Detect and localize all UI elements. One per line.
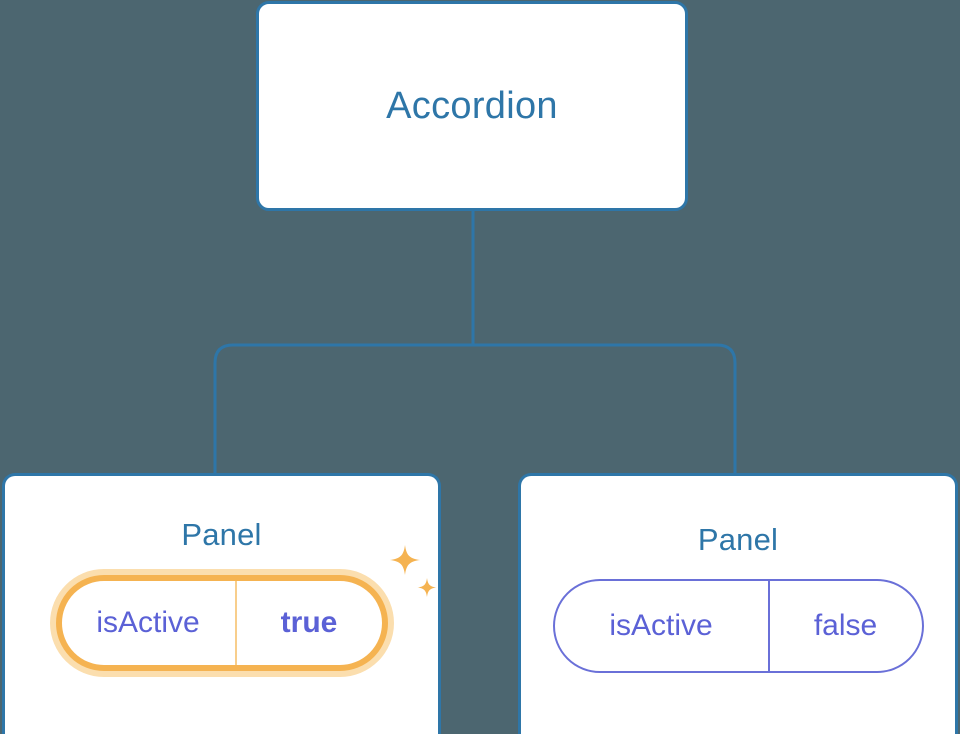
prop-key-label: isActive — [609, 609, 713, 642]
prop-value-label: false — [813, 609, 878, 642]
prop-key-label: isActive — [96, 606, 200, 639]
connector-branch-bar — [213, 343, 737, 474]
prop-pill-isactive-false[interactable]: isActive false — [552, 579, 924, 673]
node-accordion[interactable]: Accordion — [256, 1, 688, 211]
prop-pill-isactive-true[interactable]: isActive true — [55, 575, 388, 671]
prop-pill-wrap-inactive: isActive false — [521, 579, 955, 673]
node-panel-active-label: Panel — [181, 517, 262, 552]
node-panel-inactive-label: Panel — [697, 522, 779, 557]
prop-pill-divider — [234, 581, 237, 665]
node-accordion-label: Accordion — [386, 84, 558, 127]
node-panel-active[interactable]: Panel isActive true — [2, 473, 441, 734]
prop-pill-divider — [767, 581, 770, 671]
prop-value-label: true — [280, 606, 338, 639]
prop-pill-wrap-active: isActive true — [5, 575, 438, 671]
node-panel-inactive[interactable]: Panel isActive false — [518, 473, 958, 734]
